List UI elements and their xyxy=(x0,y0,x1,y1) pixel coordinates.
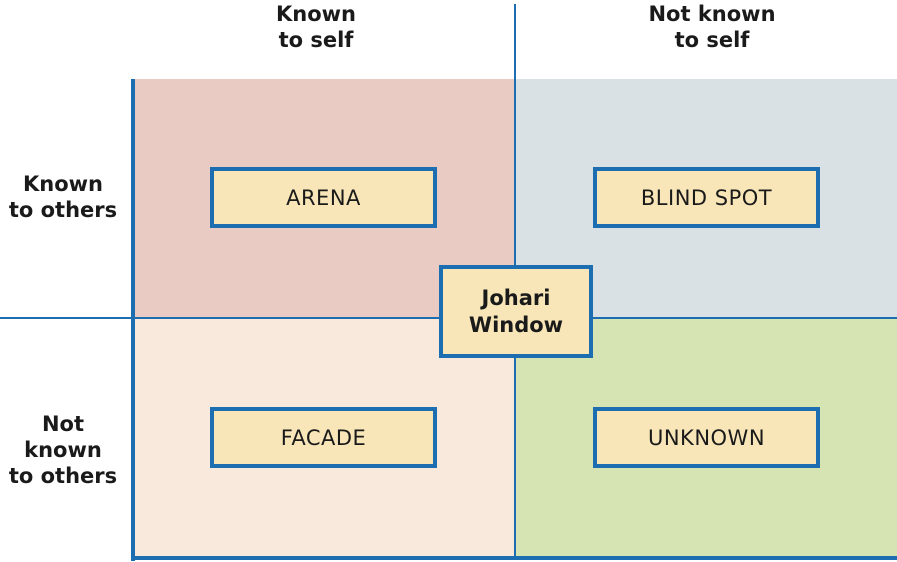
arena-label-box: ARENA xyxy=(210,167,437,228)
left-axis-line xyxy=(131,79,135,561)
row-header-known-to-others: Known to others xyxy=(8,172,118,222)
unknown-label-box: UNKNOWN xyxy=(593,407,820,468)
column-header-not-known-to-self: Not known to self xyxy=(648,2,776,52)
johari-window-center-box: Johari Window xyxy=(439,265,593,358)
facade-label-box: FACADE xyxy=(210,407,437,468)
blind-spot-label-box: BLIND SPOT xyxy=(593,167,820,228)
column-header-known-to-self: Known to self xyxy=(275,2,356,52)
row-header-not-known-to-others: Not known to others xyxy=(8,412,118,488)
bottom-axis-line xyxy=(131,556,897,560)
